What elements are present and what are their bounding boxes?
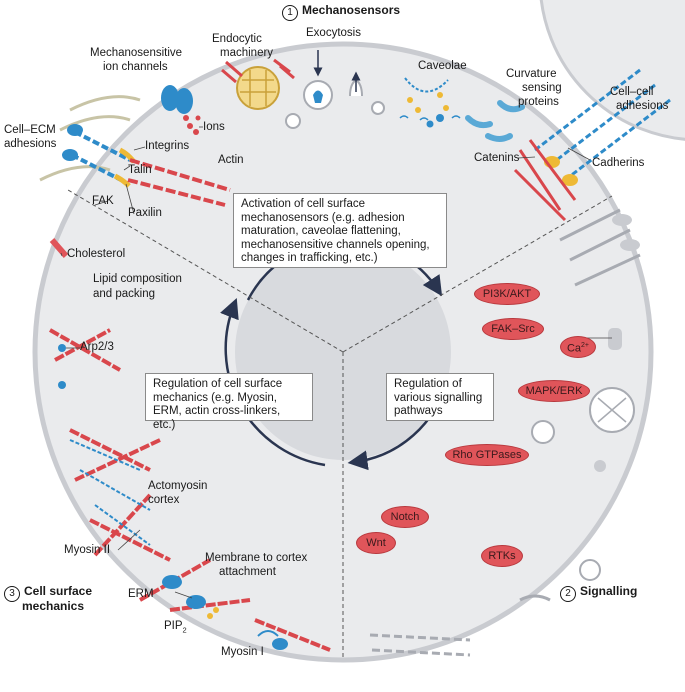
myosin1-label: Myosin I — [221, 646, 264, 658]
actomyosin-label-2: cortex — [148, 494, 180, 506]
regulation-mechanics-line: ERM, actin cross-linkers, etc.) — [153, 405, 281, 431]
integrins-label: Integrins — [145, 140, 190, 152]
cellecm-label-1: Cell–ECM — [4, 124, 56, 136]
myosin2-label: Myosin II — [64, 544, 111, 556]
cadherins-label: Cadherins — [592, 157, 645, 169]
regulation-signalling-line: Regulation of — [394, 378, 462, 390]
grey-signalling-structures — [369, 208, 641, 657]
catenins-label: Catenins — [474, 152, 520, 164]
mechanosensitive-label-2: ion channels — [103, 61, 168, 73]
regulation-mechanics-line: mechanics (e.g. Myosin, — [153, 391, 277, 404]
curvature-label-2: sensing — [522, 82, 562, 94]
cellcell-label-2: adhesions — [616, 100, 669, 112]
pathway-fak-src: FAK–Src — [482, 318, 544, 340]
ion-channel-icon — [161, 85, 201, 135]
pathway-rho-gtpases: Rho GTPases — [445, 444, 529, 466]
mechanosensitive-label-1: Mechanosensitive — [90, 47, 183, 59]
lipid-label-2: and packing — [93, 288, 156, 300]
activation-line: mechanosensors (e.g. adhesion — [241, 211, 405, 224]
activation-line: changes in trafficking, etc.) — [241, 252, 378, 264]
section-number: 3 — [4, 586, 20, 602]
section-title-line1: Cell surface — [24, 584, 93, 598]
leader-lines — [60, 126, 612, 599]
endocytic-label-1: Endocytic — [212, 33, 262, 45]
pathway-mapk-erk: MAPK/ERK — [518, 380, 590, 402]
section-number: 1 — [282, 5, 298, 21]
actomyosin-network — [49, 238, 331, 652]
regulation-mechanics-box: Regulation of cell surface mechanics (e.… — [145, 373, 313, 431]
caveolae-icon — [399, 77, 461, 128]
curvature-label-1: Curvature — [506, 68, 557, 80]
pathway-rtks: RTKs — [481, 545, 523, 567]
clathrin-vesicle-icon — [221, 58, 295, 110]
lipid-label-1: Lipid composition — [93, 273, 182, 285]
exocytosis-label: Exocytosis — [306, 27, 361, 39]
divider-right — [342, 195, 613, 353]
activation-box: Activation of cell surface mechanosensor… — [233, 193, 447, 268]
section-mechanosensors: 1 Mechanosensors — [282, 3, 400, 21]
regulation-signalling-line: various signalling — [394, 391, 483, 404]
erm-label: ERM — [128, 588, 154, 600]
cholesterol-label: Cholesterol — [67, 248, 126, 260]
pathway-notch: Notch — [381, 506, 429, 528]
regulation-signalling-box: Regulation of various signalling pathway… — [386, 373, 494, 421]
calcium-badge: Ca2+ — [560, 336, 596, 358]
actin-label: Actin — [218, 154, 244, 166]
paxilin-label: Paxilin — [128, 207, 162, 219]
activation-line: Activation of cell surface — [241, 198, 366, 210]
cadherin-icon — [513, 68, 671, 222]
section-number: 2 — [560, 586, 576, 602]
neighbour-cell — [539, 0, 685, 141]
regulation-mechanics-line: Regulation of cell surface — [153, 378, 283, 390]
pip2-main: PIP — [164, 620, 183, 632]
arp-label: Arp2/3 — [80, 341, 114, 353]
regulation-signalling-line: pathways — [394, 405, 443, 417]
membrane-label-1: Membrane to cortex — [205, 552, 308, 564]
talin-label: Talin — [128, 164, 152, 176]
endocytic-label-2: machinery — [220, 47, 274, 59]
pip2-sub: 2 — [182, 625, 187, 635]
membrane-label-2: attachment — [219, 566, 276, 578]
cellecm-label-2: adhesions — [4, 138, 57, 150]
pathway-wnt: Wnt — [356, 532, 396, 554]
section-signalling: 2 Signalling — [560, 584, 637, 602]
activation-line: maturation, caveolae flattening, — [241, 225, 401, 237]
caveolae-label: Caveolae — [418, 60, 467, 72]
curvature-protein-icon — [465, 100, 525, 142]
section-mechanics-line2: mechanics — [22, 599, 85, 613]
exocytosis-icon — [285, 50, 385, 129]
actomyosin-label-1: Actomyosin — [148, 480, 208, 492]
ions-label: Ions — [203, 121, 225, 133]
curvature-label-3: proteins — [518, 96, 559, 108]
pathway-pi3k-akt: PI3K/AKT — [474, 283, 540, 305]
ca-main: Ca — [566, 342, 582, 355]
activation-line: mechanosensitive channels opening, — [241, 238, 430, 251]
fak-label: FAK — [92, 195, 114, 207]
ca-sup: 2+ — [581, 342, 590, 349]
integrin-adhesion-icon — [39, 95, 231, 207]
section-title: Signalling — [580, 584, 638, 598]
section-title: Mechanosensors — [302, 3, 401, 17]
cellcell-label-1: Cell–cell — [610, 86, 654, 98]
section-mechanics: 3 Cell surface — [4, 584, 92, 602]
pip2-label: PIP2 — [164, 620, 187, 634]
